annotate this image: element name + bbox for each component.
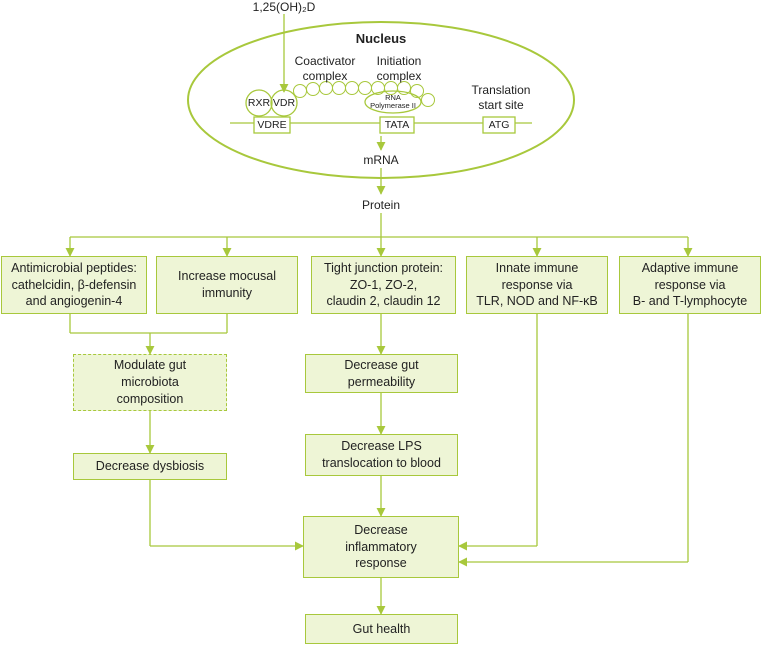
rxr-circle (245, 89, 273, 117)
innate-immune-box: Innate immune response via TLR, NOD and … (466, 256, 608, 314)
gut-microbiota-box: Modulate gut microbiota composition (73, 354, 227, 411)
initiation-label: Initiation complex (376, 54, 422, 83)
nucleus-title: Nucleus (355, 31, 407, 46)
lps-translocation-box: Decrease LPS translocation to blood (305, 434, 458, 476)
dysbiosis-box: Decrease dysbiosis (73, 453, 227, 480)
gut-health-box: Gut health (305, 614, 458, 644)
tata-label: TATA (384, 119, 410, 131)
gut-permeability-box: Decrease gut permeability (305, 354, 458, 393)
mucosal-immunity-box: Increase mocusal immunity (156, 256, 298, 314)
rna-polymerase-ellipse (364, 90, 422, 114)
mrna-label: mRNA (363, 153, 399, 167)
vdre-box (253, 116, 291, 134)
translation-label: Translation start site (471, 83, 531, 112)
tata-box (379, 116, 415, 134)
adaptive-immune-box: Adaptive immune response via B- and T-ly… (619, 256, 761, 314)
atg-box (482, 116, 516, 134)
rxr-label: RXR (247, 97, 271, 109)
antimicrobial-peptides-box: Antimicrobial peptides: cathelcidin, β-d… (1, 256, 147, 314)
complex-beads (293, 81, 435, 107)
coactivator-label: Coactivator complex (294, 54, 356, 83)
vdre-label: VDRE (257, 119, 287, 131)
vdr-circle (270, 89, 298, 117)
vdr-label: VDR (272, 97, 296, 109)
protein-label: Protein (361, 198, 401, 212)
inflammatory-response-box: Decrease inflammatory response (303, 516, 459, 578)
rna-polymerase-label: RNA Polymerase II (370, 93, 416, 110)
atg-label: ATG (488, 119, 510, 131)
ligand-label: 1,25(OH)₂D (252, 0, 316, 14)
tight-junction-box: Tight junction protein: ZO-1, ZO-2, clau… (311, 256, 456, 314)
